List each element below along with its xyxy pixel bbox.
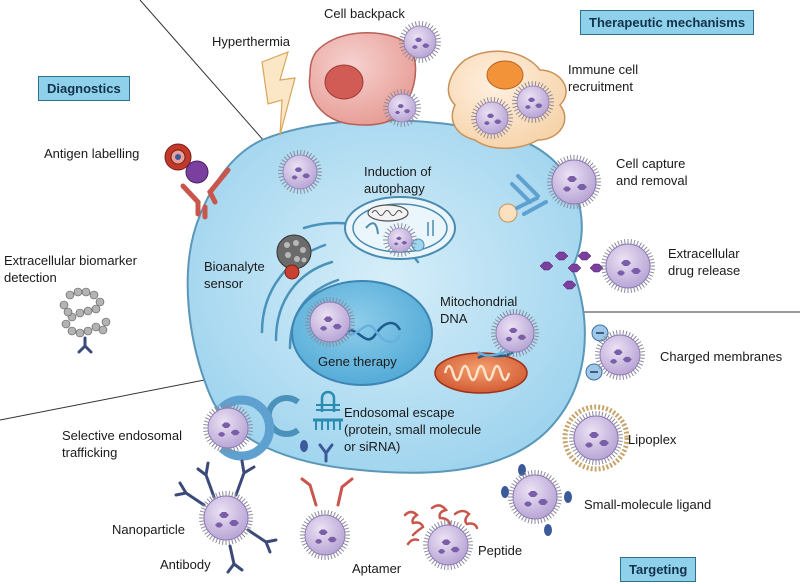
small-molecule-ligands	[501, 464, 572, 536]
cell-capture-antibody	[498, 174, 548, 223]
np-gene-therapy	[305, 297, 355, 347]
np-autophagosome	[383, 223, 417, 257]
divider-left	[0, 374, 231, 421]
np-immune-2	[512, 80, 554, 124]
label-induction-of-autophagy-2: autophagy	[364, 181, 425, 196]
np-nanoparticle	[199, 491, 253, 545]
label-lipoplex: Lipoplex	[628, 432, 677, 447]
np-charged	[595, 330, 645, 380]
label-small-molecule-ligand: Small-molecule ligand	[584, 497, 712, 512]
section-therapeutic-mechanisms: Therapeutic mechanisms	[580, 10, 755, 35]
endosome-cup	[218, 395, 275, 461]
biomarker-antibody	[77, 336, 93, 354]
np-peptide	[423, 520, 473, 570]
label-endosomal-escape-2: (protein, small molecule	[344, 422, 482, 437]
label-selective-endosomal-2: trafficking	[62, 445, 118, 460]
antigen-labelling-icons	[164, 143, 231, 220]
antibodies-on-nanoparticle	[174, 459, 278, 574]
label-immune-cell-recruitment-1: Immune cell	[568, 62, 639, 77]
section-diagnostics: Diagnostics	[38, 76, 130, 101]
dna-helix-nucleus	[343, 321, 402, 344]
np-small-molecule	[508, 470, 562, 524]
section-targeting: Targeting	[620, 557, 697, 582]
label-selective-endosomal-1: Selective endosomal	[62, 428, 182, 443]
np-backpack	[399, 20, 441, 64]
label-antigen-labelling: Antigen labelling	[44, 146, 140, 161]
aptamer-strands	[300, 477, 354, 507]
label-extracellular-drug-release-2: drug release	[668, 263, 741, 278]
biomarker-chain	[59, 287, 111, 338]
label-hyperthermia: Hyperthermia	[212, 34, 291, 49]
label-cell-backpack: Cell backpack	[324, 6, 405, 21]
np-aptamer	[300, 510, 350, 560]
np-membrane	[278, 149, 322, 195]
label-induction-of-autophagy-1: Induction of	[364, 164, 432, 179]
np-backpack-2	[383, 88, 421, 128]
hyperthermia-bolt-icon	[261, 51, 296, 136]
nanoparticles	[199, 20, 655, 570]
np-drug-release	[601, 239, 655, 293]
np-lipoplex	[569, 411, 623, 465]
label-peptide: Peptide	[478, 543, 523, 558]
np-endosomal	[203, 403, 253, 453]
label-endosomal-escape-1: Endosomal escape	[344, 405, 455, 420]
np-immune-1	[471, 96, 513, 140]
label-extracellular-biomarker-1: Extracellular biomarker	[4, 253, 137, 268]
charge-markers	[585, 324, 609, 381]
label-antibody: Antibody	[160, 557, 211, 572]
label-mitochondrial-dna-1: Mitochondrial	[440, 294, 518, 309]
drug-release-hexagons	[539, 251, 604, 290]
label-bioanalyte-sensor-2: sensor	[204, 276, 244, 291]
label-nanoparticle: Nanoparticle	[112, 522, 185, 537]
label-cell-capture-2: and removal	[616, 173, 688, 188]
label-extracellular-drug-release-1: Extracellular	[668, 246, 740, 261]
label-aptamer: Aptamer	[352, 561, 402, 576]
lipoplex-shell	[562, 404, 630, 472]
label-immune-cell-recruitment-2: recruitment	[568, 79, 634, 94]
np-mitochondrial	[491, 309, 539, 357]
peptide-squiggles	[403, 504, 479, 546]
label-extracellular-biomarker-2: detection	[4, 270, 57, 285]
label-charged-membranes: Charged membranes	[660, 349, 783, 364]
label-cell-capture-1: Cell capture	[616, 156, 686, 171]
backpack-cell	[308, 31, 417, 126]
divider-diagnostics	[139, 0, 273, 151]
label-gene-therapy: Gene therapy	[318, 354, 397, 369]
label-mitochondrial-dna-2: DNA	[440, 311, 468, 326]
mitochondrion	[434, 344, 528, 394]
np-capture	[547, 155, 601, 209]
label-endosomal-escape-3: or siRNA)	[344, 439, 401, 454]
bioanalyte-sensor-particle	[276, 234, 312, 280]
label-bioanalyte-sensor-1: Bioanalyte	[204, 259, 265, 274]
